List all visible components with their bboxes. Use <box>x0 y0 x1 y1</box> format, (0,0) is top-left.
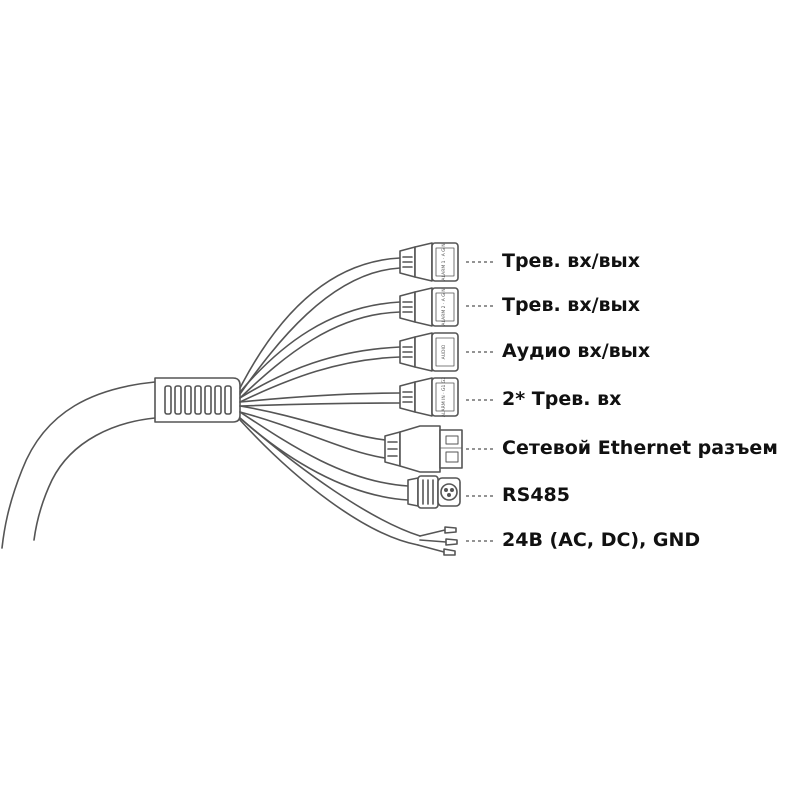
label-audio-io: Аудио вх/вых <box>502 340 651 362</box>
branch-cables <box>239 257 421 546</box>
main-cable <box>1 381 156 549</box>
plug-text-alarm-in: ALARM IN · G1 G2 <box>441 377 447 417</box>
power-wires <box>417 526 458 556</box>
splitter-boot <box>154 377 241 423</box>
label-power: 24В (AC, DC), GND <box>502 529 701 551</box>
label-rs485: RS485 <box>502 484 570 506</box>
plug-connector-alarm-in <box>399 377 459 417</box>
label-alarm-io-1: Трев. вх/вых <box>502 250 640 272</box>
label-alarm-io-2: Трев. вх/вых <box>502 294 640 316</box>
plug-text-alarm-2: ALARM 2 · A G N <box>441 288 447 325</box>
label-ethernet: Сетевой Ethernet разъем <box>502 437 778 459</box>
plug-connector-audio <box>399 332 459 372</box>
plug-connector-alarm-2 <box>399 287 459 327</box>
leader-lines <box>466 261 496 542</box>
label-alarm-in: 2* Трев. вх <box>502 388 622 410</box>
ethernet-connector <box>384 425 463 473</box>
rs485-connector <box>407 475 461 509</box>
plug-connector-alarm-1 <box>399 242 459 282</box>
plug-text-audio: AUDIO <box>441 344 447 359</box>
plug-text-alarm-1: ALARM 1 · A G N <box>441 243 447 280</box>
